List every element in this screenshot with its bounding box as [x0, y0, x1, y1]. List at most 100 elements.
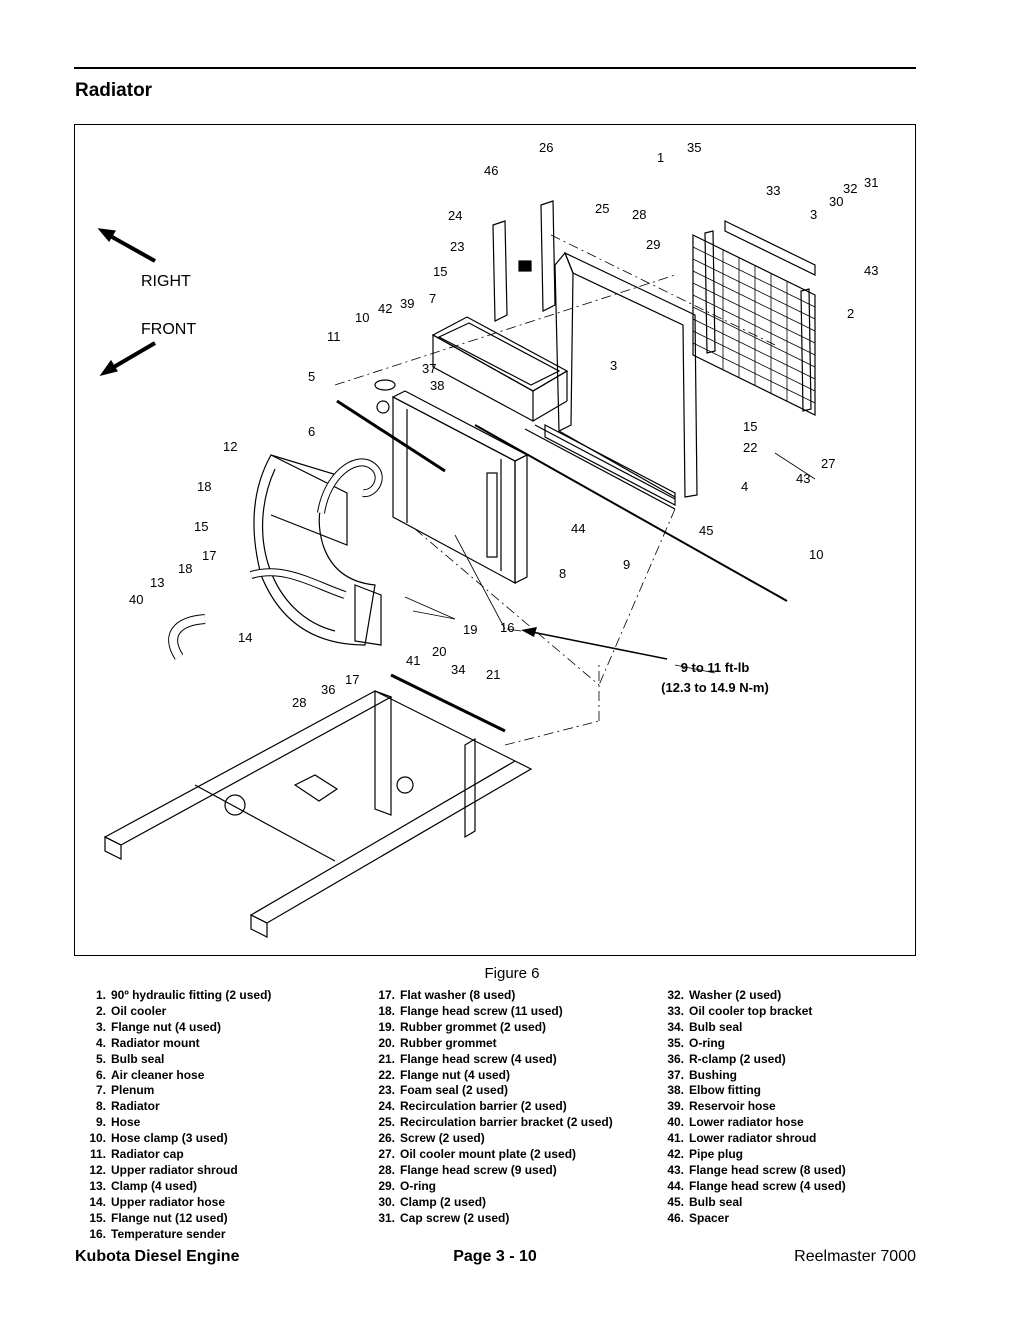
callout-label: 15 [433, 264, 447, 279]
legend-item: 39.Reservoir hose [667, 1099, 776, 1114]
callout-label: 41 [406, 653, 420, 668]
legend-item: 8.Radiator [95, 1099, 160, 1114]
callout-label: 43 [796, 471, 810, 486]
legend-item: 24.Recirculation barrier (2 used) [378, 1099, 567, 1114]
legend-item: 1.90º hydraulic fitting (2 used) [95, 988, 272, 1002]
legend-item: 19.Rubber grommet (2 used) [378, 1019, 547, 1034]
callout-numbers: 26 35 1 46 33 32 31 30 3 24 25 28 29 23 … [129, 140, 878, 710]
legend-item: 18.Flange head screw (11 used) [378, 1003, 563, 1018]
lower-radiator-hose-drawing [168, 614, 206, 660]
callout-label: 44 [571, 521, 585, 536]
callout-label: 29 [646, 237, 660, 252]
legend-item: 6.Air cleaner hose [95, 1067, 205, 1082]
legend-item: 26.Screw (2 used) [378, 1131, 485, 1146]
callout-label: 6 [308, 424, 315, 439]
legend-item: 30.Clamp (2 used) [378, 1194, 487, 1209]
legend-item: 37.Bushing [667, 1067, 737, 1082]
legend-item: 16.Temperature sender [89, 1226, 226, 1241]
legend-item: 46.Spacer [667, 1210, 730, 1225]
callout-label: 12 [223, 439, 237, 454]
callout-label: 3 [610, 358, 617, 373]
legend-item: 20.Rubber grommet [378, 1035, 497, 1050]
upper-radiator-hose-drawing [249, 458, 383, 599]
callout-label: 39 [400, 296, 414, 311]
radiator-drawing [374, 379, 529, 585]
legend-item: 11.Radiator cap [89, 1147, 184, 1162]
legend-item: 29.O-ring [378, 1178, 436, 1193]
parts-legend-column-2: 17.Flat washer (8 used) 18.Flange head s… [371, 988, 612, 1227]
callout-label: 18 [178, 561, 192, 576]
legend-item: 2.Oil cooler [95, 1003, 167, 1018]
radiator-mount-drawing [544, 251, 698, 506]
legend-item: 31.Cap screw (2 used) [378, 1210, 510, 1225]
radiator-exploded-diagram: RIGHT FRONT 9 to 11 ft-lb (12.3 to 14.9 … [97, 140, 878, 938]
callout-label: 4 [741, 479, 748, 494]
callout-label: 18 [197, 479, 211, 494]
legend-item: 12.Upper radiator shroud [89, 1162, 238, 1177]
torque-spec-line-2: (12.3 to 14.9 N-m) [661, 680, 769, 695]
callout-label: 10 [809, 547, 823, 562]
legend-item: 45.Bulb seal [667, 1194, 743, 1209]
legend-item: 42.Pipe plug [667, 1147, 743, 1162]
callout-label: 17 [202, 548, 216, 563]
callout-label: 27 [821, 456, 835, 471]
legend-item: 36.R-clamp (2 used) [667, 1051, 786, 1066]
legend-item: 9.Hose [95, 1115, 141, 1130]
callout-label: 8 [559, 566, 566, 581]
callout-label: 31 [864, 175, 878, 190]
callout-label: 19 [463, 622, 477, 637]
legend-item: 23.Foam seal (2 used) [378, 1083, 509, 1098]
footer-manual-section: Kubota Diesel Engine [75, 1248, 240, 1265]
legend-item: 38.Elbow fitting [667, 1083, 761, 1098]
callout-label: 32 [843, 181, 857, 196]
callout-label: 24 [448, 208, 462, 223]
assembly-centerlines [334, 234, 776, 746]
callout-label: 3 [810, 207, 817, 222]
callout-label: 9 [623, 557, 630, 572]
legend-item: 43.Flange head screw (8 used) [667, 1162, 846, 1177]
callout-label: 15 [194, 519, 208, 534]
callout-label: 14 [238, 630, 252, 645]
oil-cooler-drawing [692, 220, 816, 416]
torque-arrow [521, 627, 668, 660]
legend-item: 34.Bulb seal [667, 1019, 743, 1034]
callout-label: 40 [129, 592, 143, 607]
legend-item: 13.Clamp (4 used) [89, 1178, 198, 1193]
chassis-frame-drawing [103, 673, 533, 938]
callout-label: 23 [450, 239, 464, 254]
torque-spec-line-1: 9 to 11 ft-lb [681, 660, 750, 675]
callout-leader-lines [404, 452, 816, 674]
footer-product-name: Reelmaster 7000 [794, 1248, 916, 1265]
callout-label: 5 [308, 369, 315, 384]
plenum-drawing [431, 316, 569, 423]
callout-label: 43 [864, 263, 878, 278]
callout-label: 38 [430, 378, 444, 393]
legend-item: 14.Upper radiator hose [89, 1194, 226, 1209]
right-direction-label: RIGHT [141, 273, 191, 290]
callout-label: 16 [500, 620, 514, 635]
callout-label: 13 [150, 575, 164, 590]
radiator-shroud-drawing [253, 454, 382, 646]
legend-item: 3.Flange nut (4 used) [95, 1019, 222, 1034]
callout-label: 35 [687, 140, 701, 155]
header-rule [74, 67, 916, 69]
legend-item: 17.Flat washer (8 used) [378, 988, 516, 1002]
legend-item: 40.Lower radiator hose [667, 1115, 804, 1130]
section-title: Radiator [75, 80, 153, 101]
legend-item: 10.Hose clamp (3 used) [89, 1131, 228, 1146]
callout-label: 2 [847, 306, 854, 321]
callout-label: 22 [743, 440, 757, 455]
callout-label: 15 [743, 419, 757, 434]
callout-label: 17 [345, 672, 359, 687]
callout-label: 36 [321, 682, 335, 697]
callout-label: 1 [657, 150, 664, 165]
legend-item: 32.Washer (2 used) [667, 988, 782, 1002]
callout-label: 33 [766, 183, 780, 198]
legend-item: 22.Flange nut (4 used) [378, 1067, 511, 1082]
recirculation-barrier-drawing [492, 200, 556, 322]
callout-label: 20 [432, 644, 446, 659]
callout-label: 26 [539, 140, 553, 155]
legend-item: 28.Flange head screw (9 used) [378, 1162, 557, 1177]
legend-item: 35.O-ring [667, 1035, 725, 1050]
legend-item: 15.Flange nut (12 used) [89, 1210, 228, 1225]
